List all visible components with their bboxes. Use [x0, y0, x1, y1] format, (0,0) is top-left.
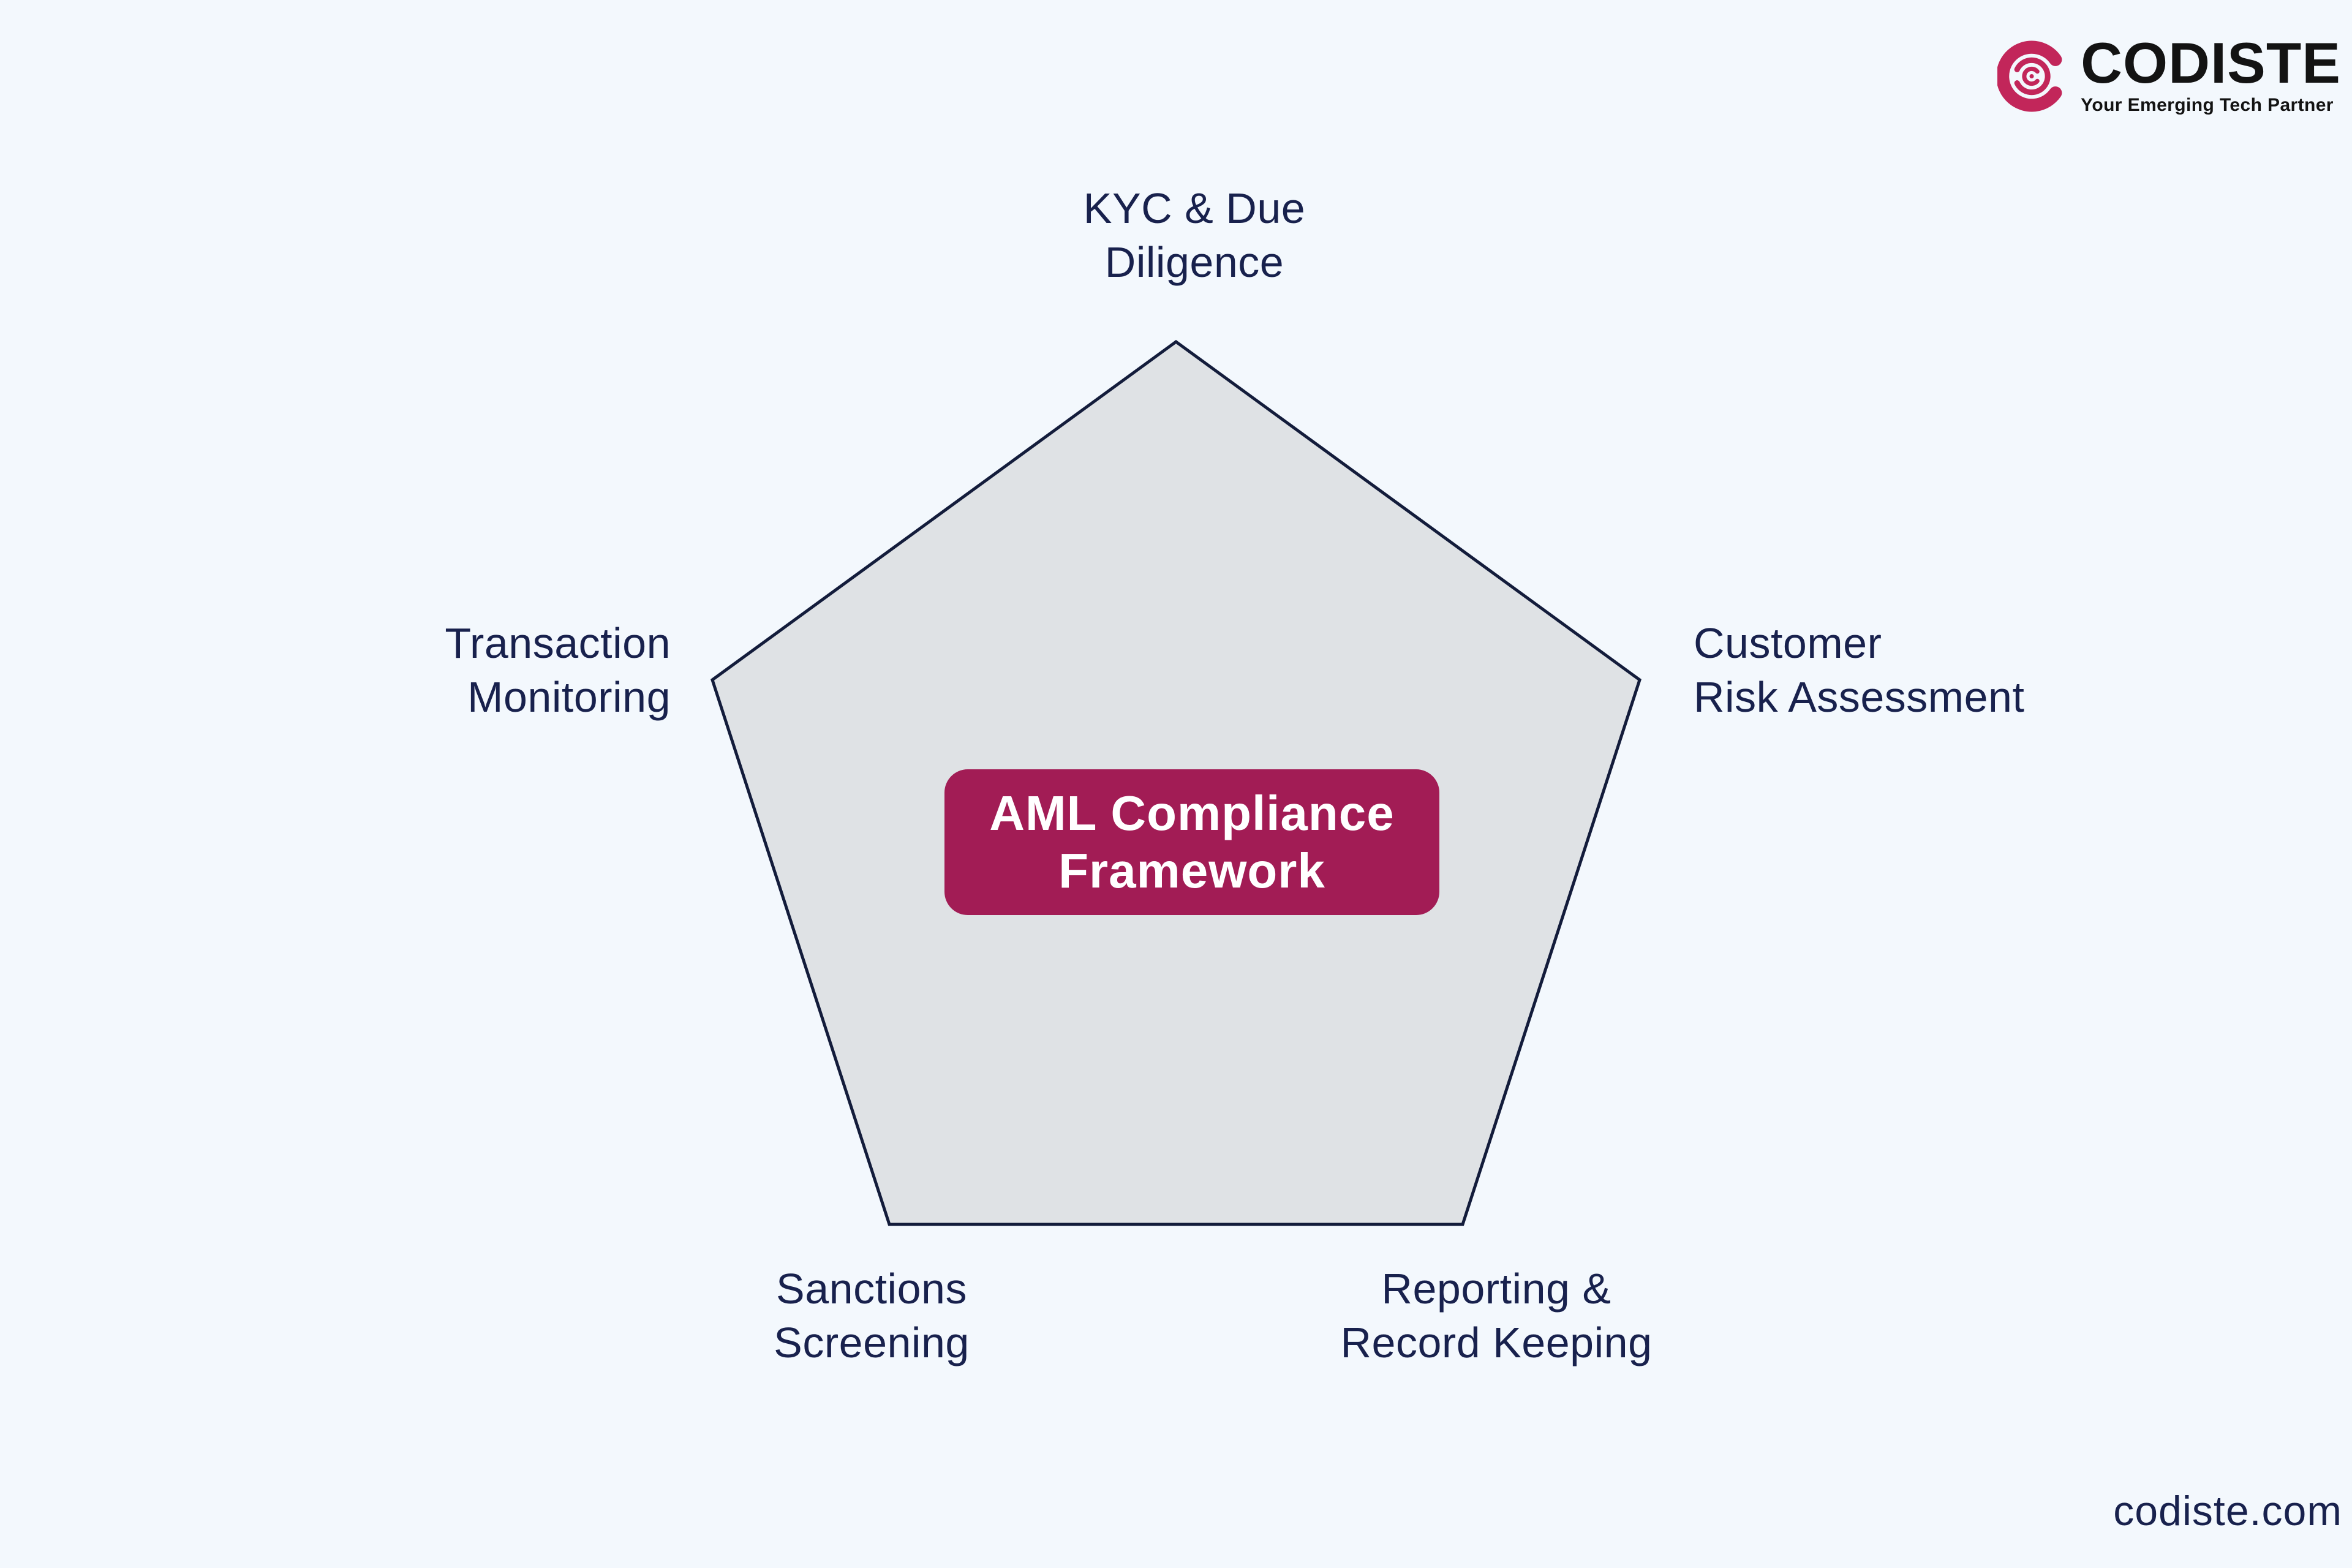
- node-label-sanctions-screening: Sanctions Screening: [774, 1265, 970, 1366]
- node-label-reporting-record-keeping: Reporting & Record Keeping: [1340, 1265, 1653, 1366]
- website-url: codiste.com: [2113, 1488, 2342, 1534]
- brand-tagline: Your Emerging Tech Partner: [2081, 95, 2334, 116]
- node-label-kyc-due-diligence: KYC & Due Diligence: [1083, 184, 1306, 286]
- codiste-logo-icon: [1997, 40, 2062, 112]
- center-badge-aml-compliance-framework: AML Compliance Framework: [944, 769, 1439, 915]
- node-label-transaction-monitoring: Transaction Monitoring: [445, 619, 671, 721]
- brand-text-block: CODISTE Your Emerging Tech Partner: [2081, 31, 2341, 116]
- brand-name: CODISTE: [2081, 31, 2341, 95]
- codiste-logo: CODISTE Your Emerging Tech Partner: [1997, 31, 2341, 116]
- node-label-customer-risk-assessment: Customer Risk Assessment: [1694, 619, 2025, 721]
